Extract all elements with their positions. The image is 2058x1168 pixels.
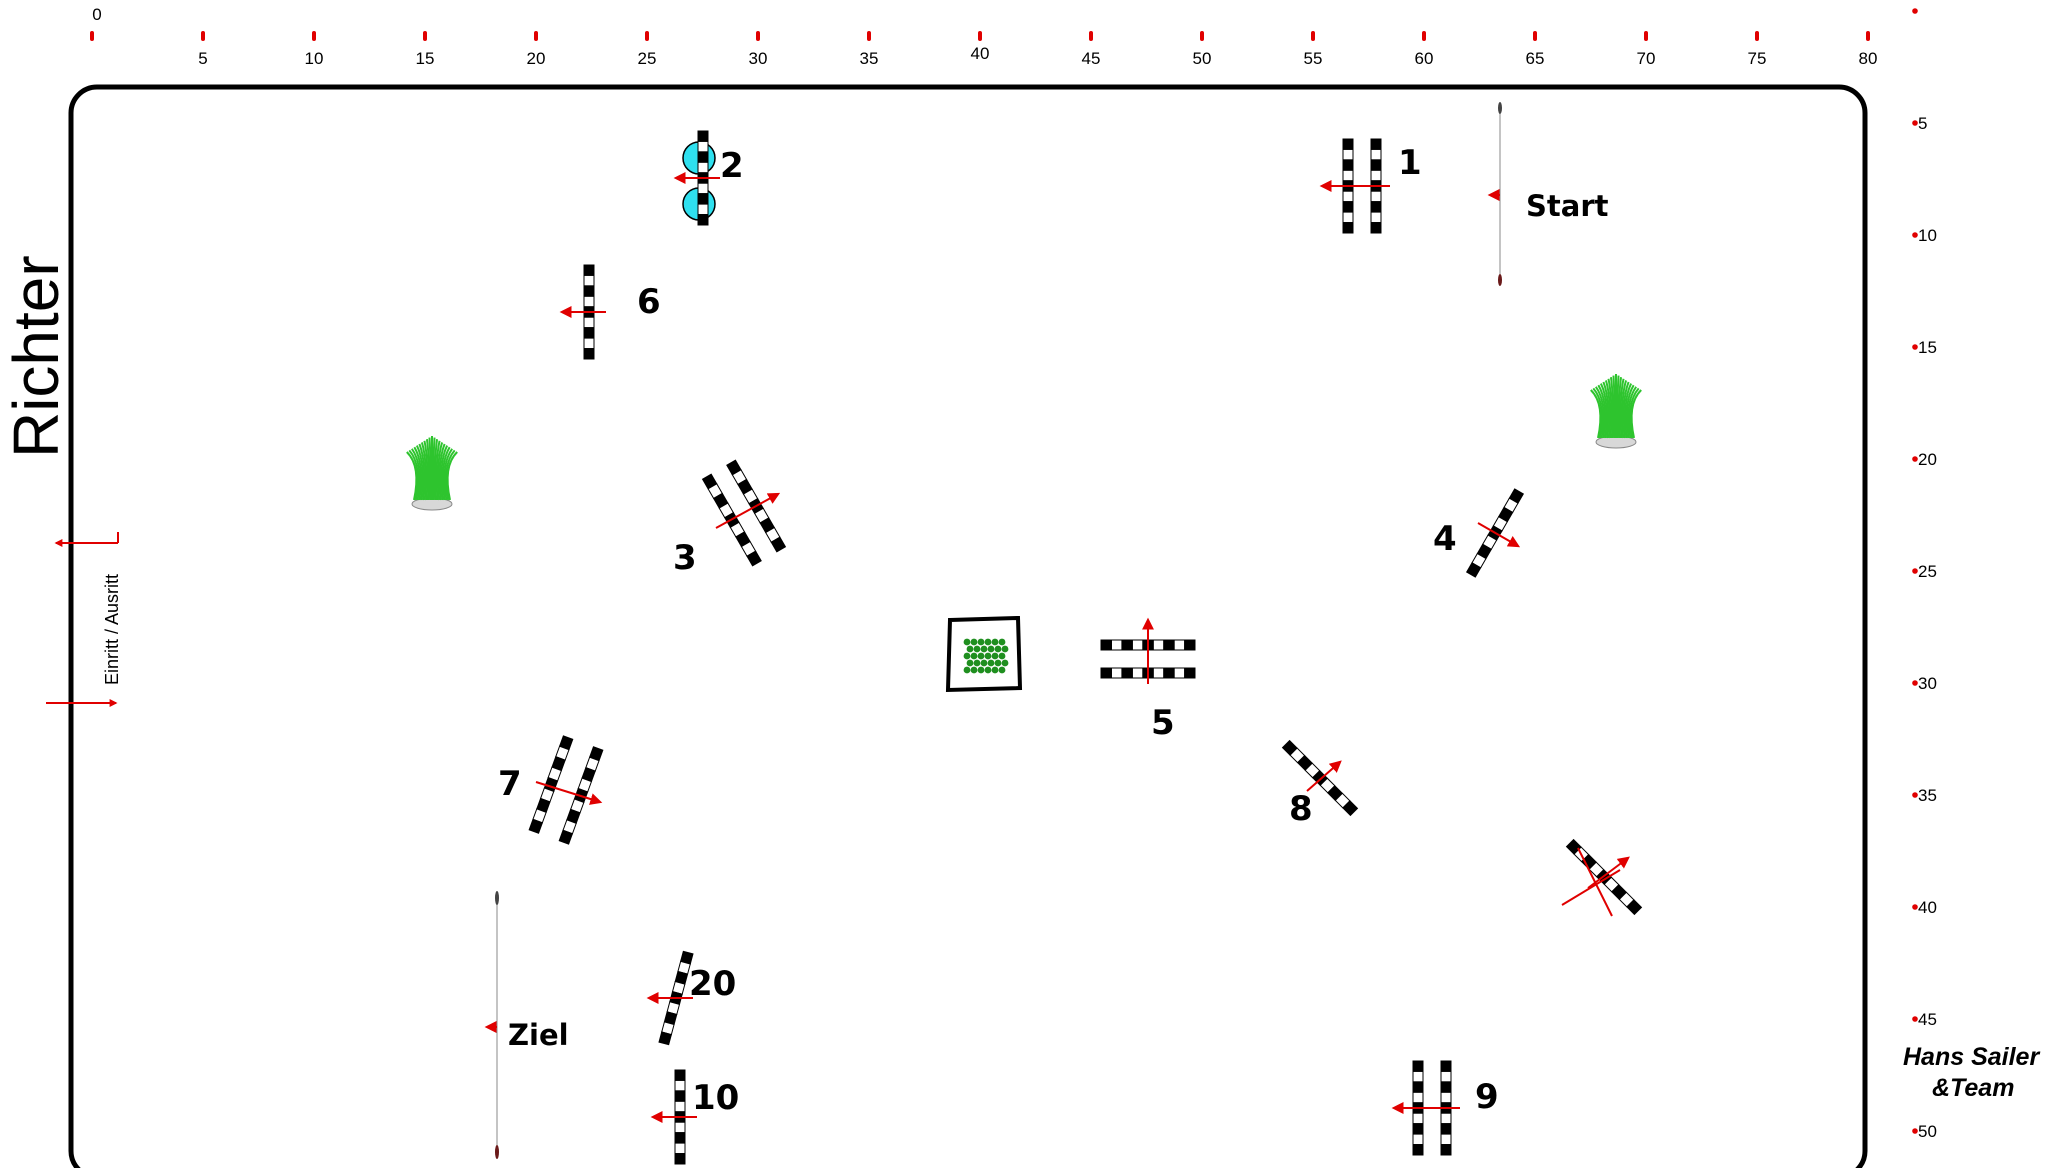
obstacle-4: [1465, 488, 1525, 578]
top-scale-mark: [645, 31, 649, 41]
finish-label: Ziel: [508, 1018, 569, 1052]
right-scale-mark: [1912, 792, 1918, 798]
top-scale-mark: [1644, 31, 1648, 41]
obstacle-label-4: 4: [1433, 519, 1457, 559]
top-scale-label: 65: [1526, 49, 1545, 68]
top-scale-mark: [312, 31, 316, 41]
judge-label: Richter: [0, 255, 72, 458]
right-scale-label: 35: [1918, 786, 1937, 805]
top-scale-label: 5: [198, 49, 207, 68]
top-scale-label: 60: [1415, 49, 1434, 68]
top-scale-mark: [423, 31, 427, 41]
right-scale-mark: [1912, 1016, 1918, 1022]
right-scale-label: 25: [1918, 562, 1937, 581]
right-scale-label: 50: [1918, 1122, 1937, 1141]
obstacles: [528, 130, 1643, 1165]
top-scale-mark: [867, 31, 871, 41]
top-scale-mark: [978, 31, 982, 41]
top-scale-mark: [534, 31, 538, 41]
top-scale-label: 50: [1193, 49, 1212, 68]
top-scale-label: 10: [305, 49, 324, 68]
top-scale: 5 10 15 20 25 30 35 40 45 50 55 60 65 70 75 80 0: [90, 5, 1877, 68]
obstacle-1: [1342, 138, 1382, 234]
right-scale-label: 10: [1918, 226, 1937, 245]
right-scale-mark: [1912, 344, 1918, 350]
right-scale-label: 5: [1918, 114, 1927, 133]
right-scale-label: 45: [1918, 1010, 1937, 1029]
obstacle-label-9: 9: [1475, 1077, 1499, 1117]
credit-line-1: Hans Sailer: [1903, 1043, 2040, 1071]
right-scale-mark: [1912, 120, 1918, 126]
obstacle-label-2: 2: [720, 146, 744, 186]
direction-arrow: [715, 492, 781, 529]
direction-arrow: [1477, 522, 1521, 548]
top-scale-mark: [1089, 31, 1093, 41]
right-scale-label: 40: [1918, 898, 1937, 917]
top-scale-label: 70: [1637, 49, 1656, 68]
obstacle-3: [701, 459, 787, 567]
credit-line-2: &Team: [1932, 1074, 2014, 1102]
obstacle-5: [1100, 639, 1196, 679]
direction-arrow: [1306, 760, 1342, 792]
right-scale-label: 15: [1918, 338, 1937, 357]
right-scale-label: 30: [1918, 674, 1937, 693]
right-scale-mark: [1912, 568, 1918, 574]
cross-out-mark: [1577, 847, 1613, 917]
top-scale-label: 35: [860, 49, 879, 68]
top-scale-label: 25: [638, 49, 657, 68]
top-scale-label: 80: [1859, 49, 1878, 68]
right-scale-mark: [1912, 456, 1918, 462]
top-scale-mark: [1200, 31, 1204, 41]
obstacle-labels: 1 2 3 4 5 6 7 8 9 10 20: [498, 143, 1499, 1118]
entry-exit-label: Einritt / Ausritt: [102, 574, 122, 685]
top-scale-mark: [1755, 31, 1759, 41]
top-scale-label: 40: [971, 44, 990, 63]
right-scale-mark: [1912, 232, 1918, 238]
obstacle-8: [1281, 739, 1359, 817]
top-scale-label: 45: [1082, 49, 1101, 68]
top-scale-label: 75: [1748, 49, 1767, 68]
top-scale-label: 55: [1304, 49, 1323, 68]
obstacle-label-10: 10: [692, 1078, 739, 1118]
top-scale-label: 30: [749, 49, 768, 68]
plant-icon: [406, 436, 458, 511]
obstacle-label-20: 20: [689, 964, 736, 1004]
arena-boundary: [68, 84, 1868, 1168]
obstacle-label-8: 8: [1289, 789, 1313, 829]
finish-line: Ziel: [484, 891, 569, 1159]
right-scale-label: 20: [1918, 450, 1937, 469]
top-scale-mark: [1866, 31, 1870, 41]
obstacle-2: [682, 130, 716, 226]
direction-arrow: [535, 781, 603, 805]
right-scale: 5 10 15 20 25 30 35 40 45 50: [1912, 8, 1937, 1141]
obstacle-label-3: 3: [673, 538, 697, 578]
plant-icon: [1590, 374, 1642, 449]
start-label: Start: [1526, 189, 1609, 223]
right-scale-mark: [1912, 904, 1918, 910]
obstacle-label-1: 1: [1398, 143, 1422, 183]
obstacle-7: [528, 735, 604, 845]
top-scale-mark: [90, 31, 94, 41]
right-scale-mark: [1912, 1128, 1918, 1134]
cross-out-mark: [1561, 869, 1621, 906]
top-scale-mark: [201, 31, 205, 41]
obstacle-label-6: 6: [637, 282, 661, 322]
obstacle-label-7: 7: [498, 764, 522, 804]
top-scale-mark: [756, 31, 760, 41]
top-scale-label: 20: [527, 49, 546, 68]
top-scale-mark: [1311, 31, 1315, 41]
obstacle-label-5: 5: [1151, 703, 1175, 743]
top-scale-mark: [1533, 31, 1537, 41]
top-scale-label: 15: [416, 49, 435, 68]
hedge-box-icon: [945, 615, 1023, 693]
top-scale-mark: [1422, 31, 1426, 41]
right-scale-mark: [1912, 680, 1918, 686]
top-scale-zero-label: 0: [92, 5, 101, 24]
entry-exit-marker: Einritt / Ausritt: [46, 532, 122, 707]
obstacle-9: [1412, 1060, 1452, 1156]
obstacle-20: [658, 950, 694, 1046]
start-line: Start: [1487, 102, 1609, 286]
